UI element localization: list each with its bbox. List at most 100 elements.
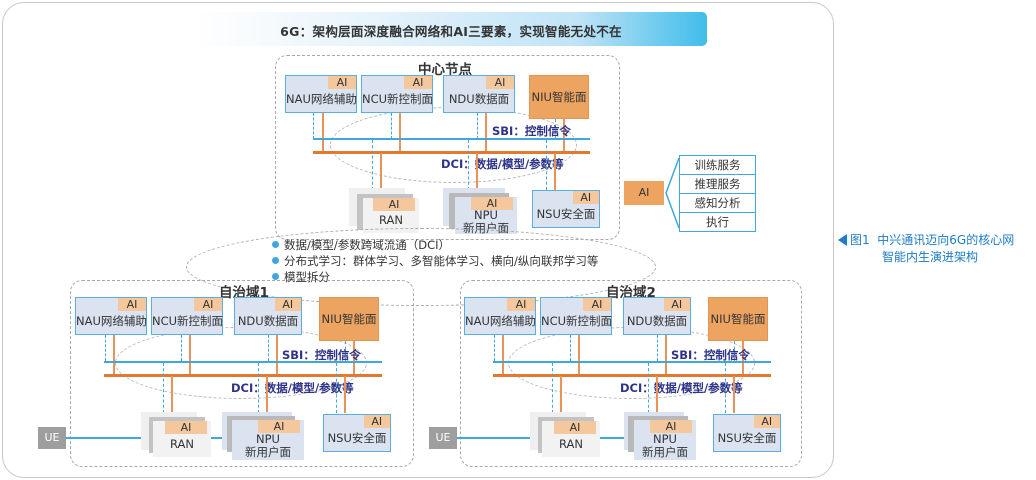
dci-link — [502, 335, 504, 375]
nf-nau: AI NAU网络辅助 — [464, 297, 536, 335]
ai-tag: AI — [373, 198, 415, 211]
ran-node: AI RAN — [141, 412, 211, 457]
ran-npu-link — [204, 437, 226, 439]
sbi-link — [546, 140, 547, 190]
sbi-link — [552, 363, 553, 413]
ai-tag: AI — [118, 298, 146, 311]
sbi-link — [163, 363, 164, 413]
dci-link — [276, 335, 278, 375]
ran-label: RAN — [559, 437, 583, 451]
sbi-link — [105, 335, 106, 361]
ai-tag: AI — [404, 76, 432, 89]
dci-link — [733, 376, 735, 413]
figure-number: 图1 — [850, 233, 870, 247]
nf-nsu: AI NSU安全面 — [713, 414, 781, 452]
dci-bus-label: DCI：数据/模型/参数等 — [441, 157, 564, 171]
ai-tag: AI — [471, 197, 513, 210]
bullet-dot-icon — [272, 273, 279, 280]
niu-label: NIU智能面 — [710, 312, 766, 326]
domain-1-region — [70, 280, 414, 467]
dci-link — [353, 341, 355, 375]
sbi-bus-label: SBI：控制信令 — [671, 348, 750, 362]
nf-ncu: AI NCU新控制面 — [151, 297, 223, 335]
nf-ndu: AI NDU数据面 — [234, 297, 302, 335]
ai-tag: AI — [572, 191, 599, 204]
nf-label: NDU数据面 — [626, 314, 688, 328]
domain-2-region — [460, 280, 802, 467]
sbi-link — [734, 341, 735, 361]
nf-label: NSU安全面 — [717, 431, 777, 445]
ai-tag: AI — [363, 415, 390, 428]
npu-node: AI NPU 新用户面 — [624, 412, 696, 460]
dci-bus — [313, 151, 590, 154]
ran-npu-link — [594, 437, 624, 439]
nf-ncu: AI NCU新控制面 — [361, 75, 433, 113]
bullet-dot-icon — [272, 241, 279, 248]
npu-label: NPU — [474, 208, 498, 222]
dci-link — [189, 335, 191, 375]
sbi-link — [268, 335, 269, 361]
dci-link — [578, 335, 580, 375]
banner-text: 6G：架构层面深度融合网络和AI三要素，实现智能无处不在 — [280, 24, 622, 39]
sbi-link — [657, 335, 658, 361]
nf-niu: NIU智能面 — [319, 297, 379, 341]
niu-label: NIU智能面 — [531, 90, 587, 104]
sbi-link — [494, 335, 495, 361]
title-banner: 6G：架构层面深度融合网络和AI三要素，实现智能无处不在 — [195, 12, 707, 46]
ran-node: AI RAN — [349, 188, 419, 233]
sbi-bus-label: SBI：控制信令 — [282, 348, 361, 362]
ai-tag: AI — [165, 421, 207, 434]
dci-link — [399, 113, 401, 152]
ue-node: UE — [38, 427, 66, 449]
nf-nau: AI NAU网络辅助 — [285, 75, 357, 113]
ran-node: AI RAN — [530, 412, 600, 457]
ai-tag: AI — [663, 298, 690, 311]
ai-legend-box: AI — [624, 181, 664, 205]
nf-ncu: AI NCU新控制面 — [540, 297, 612, 335]
dci-bus-label: DCI：数据/模型/参数等 — [231, 381, 354, 395]
nf-ndu: AI NDU数据面 — [443, 75, 515, 113]
sbi-link — [477, 113, 478, 139]
nf-label: NCU新控制面 — [362, 92, 434, 106]
nf-label: NSU安全面 — [536, 207, 596, 221]
nf-label: NCU新控制面 — [152, 314, 224, 328]
ai-legend-brace-icon — [665, 157, 680, 229]
dci-link — [560, 376, 562, 413]
ue-node: UE — [429, 427, 457, 449]
nf-label: NSU安全面 — [327, 431, 387, 445]
dci-link — [266, 376, 268, 413]
sbi-link — [372, 140, 373, 190]
ai-tag: AI — [258, 420, 300, 433]
ai-tag: AI — [583, 298, 611, 311]
ai-function-list: 训练服务 推理服务 感知分析 执行 — [679, 155, 756, 232]
central-node-title: 中心节点 — [418, 62, 472, 78]
sbi-bus — [313, 138, 590, 140]
nf-label: NDU数据面 — [448, 92, 510, 106]
cross-domain-bullets: 数据/模型/参数跨域流通（DCI） 分布式学习：群体学习、多智能体学习、横向/纵… — [272, 237, 598, 285]
dci-link — [380, 153, 382, 190]
ai-tag: AI — [753, 415, 780, 428]
caption-arrow-icon — [838, 234, 847, 246]
ai-tag: AI — [554, 421, 596, 434]
sbi-link — [313, 113, 314, 139]
ran-label: RAN — [170, 437, 194, 451]
ai-function-item: 推理服务 — [680, 175, 755, 194]
nf-label: NAU网络辅助 — [465, 314, 536, 328]
dci-bus — [104, 374, 382, 377]
sbi-bus — [493, 361, 771, 363]
sbi-link — [725, 363, 726, 413]
sbi-link — [258, 363, 259, 413]
nf-ndu: AI NDU数据面 — [623, 297, 691, 335]
dci-link — [344, 376, 346, 413]
dci-link — [742, 341, 744, 375]
dci-link — [113, 335, 115, 375]
dci-bus-label: DCI：数据/模型/参数等 — [620, 381, 743, 395]
npu-sublabel: 新用户面 — [642, 445, 688, 459]
ai-function-item: 执行 — [706, 215, 729, 229]
ai-tag: AI — [194, 298, 222, 311]
sbi-link — [570, 335, 571, 361]
caption-line-2: 智能内生演进架构 — [882, 250, 979, 264]
ran-label: RAN — [379, 213, 403, 227]
nf-label: NDU数据面 — [237, 314, 299, 328]
ai-function-item: 感知分析 — [680, 194, 755, 213]
